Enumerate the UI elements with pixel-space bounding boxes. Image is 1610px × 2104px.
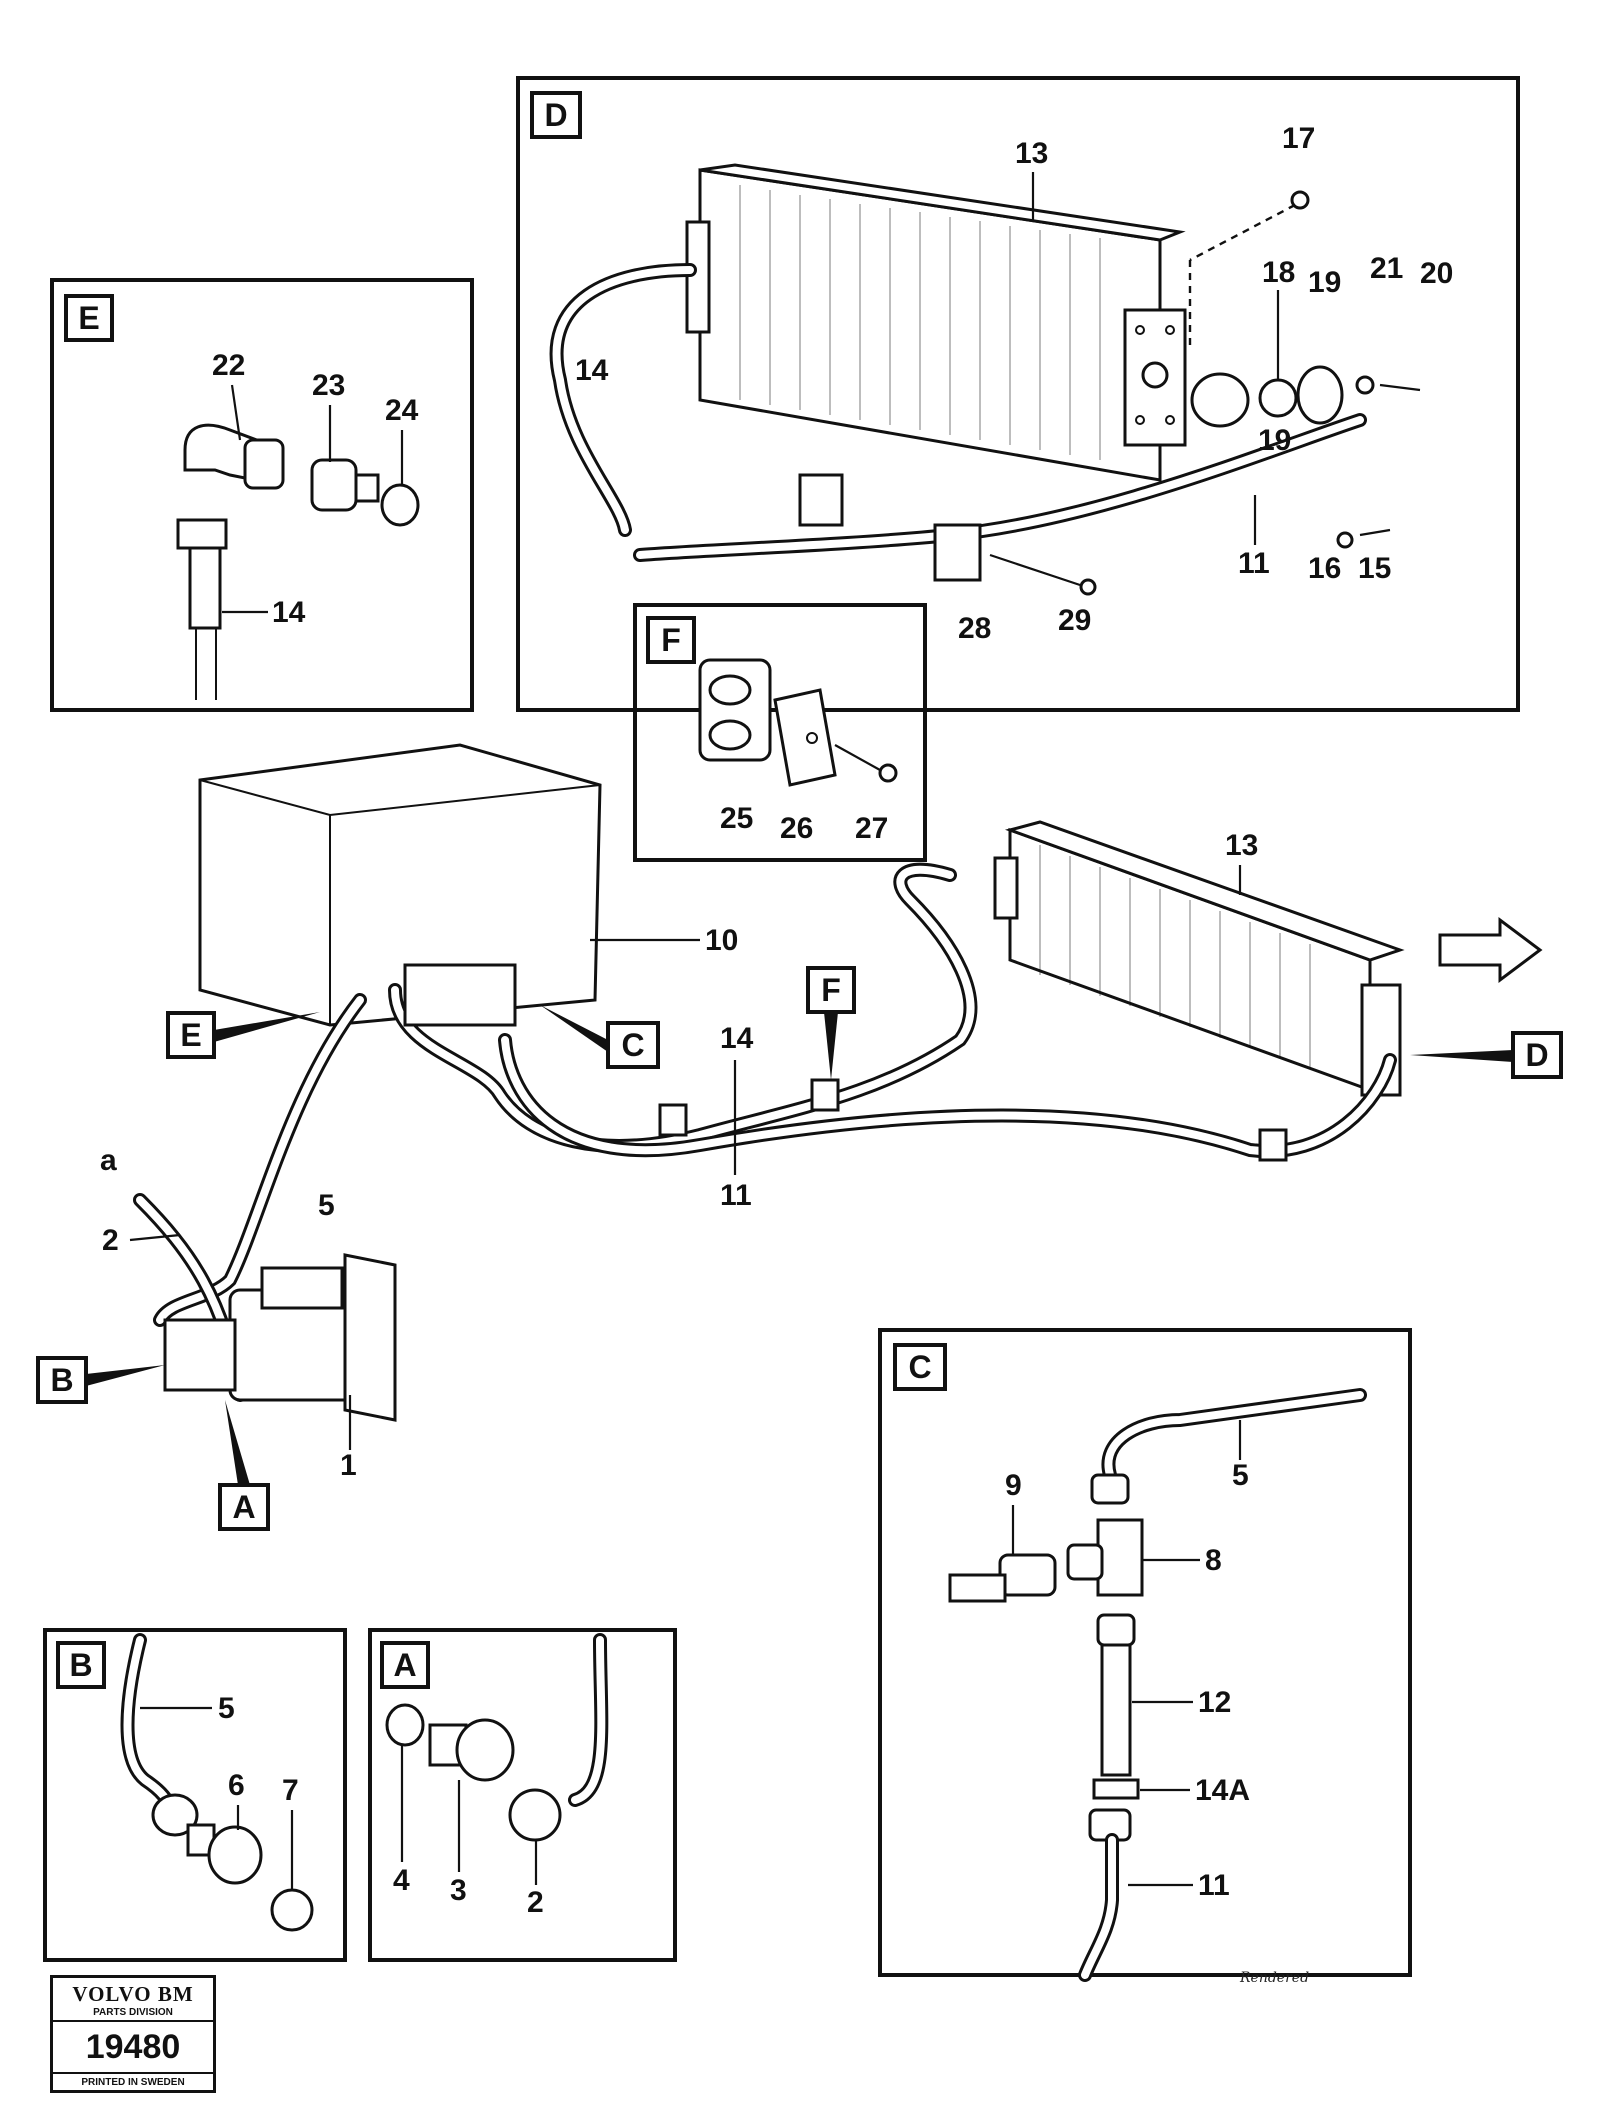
hydraulic-tank bbox=[198, 743, 602, 1027]
svg-text:25: 25 bbox=[720, 802, 753, 835]
flange-assembly bbox=[1188, 190, 1421, 549]
svg-text:14: 14 bbox=[272, 596, 306, 629]
svg-text:2: 2 bbox=[527, 1886, 544, 1919]
tag-f-panel: F bbox=[646, 616, 696, 664]
svg-text:24: 24 bbox=[385, 394, 419, 427]
svg-text:15: 15 bbox=[1358, 552, 1391, 585]
svg-text:12: 12 bbox=[1198, 1686, 1231, 1719]
tag-a-panel: A bbox=[380, 1641, 430, 1689]
svg-text:9: 9 bbox=[1005, 1469, 1022, 1502]
panel-c: C 5 9 8 12 14A 11 bbox=[878, 1328, 1412, 1982]
svg-text:C: C bbox=[908, 1349, 931, 1385]
tag-d-panel: D bbox=[530, 91, 582, 139]
svg-text:16: 16 bbox=[1308, 552, 1341, 585]
svg-text:20: 20 bbox=[1420, 257, 1453, 290]
svg-text:A: A bbox=[232, 1489, 255, 1525]
volvo-bm-logo-block: VOLVO BM PARTS DIVISION 19480 PRINTED IN… bbox=[50, 1975, 216, 2093]
svg-text:8: 8 bbox=[1205, 1544, 1222, 1577]
svg-text:19: 19 bbox=[1258, 424, 1291, 457]
svg-text:D: D bbox=[1525, 1037, 1548, 1073]
svg-text:F: F bbox=[661, 622, 681, 658]
tag-a-main: A bbox=[218, 1400, 270, 1531]
clamp-f-main bbox=[810, 1078, 840, 1112]
panel-f: F 25 26 27 bbox=[633, 603, 927, 862]
svg-text:13: 13 bbox=[1225, 829, 1258, 862]
tag-c-main: C bbox=[540, 1005, 660, 1069]
tag-d-main: D bbox=[1410, 1031, 1563, 1079]
svg-text:28: 28 bbox=[958, 612, 991, 645]
svg-text:6: 6 bbox=[228, 1769, 245, 1802]
svg-text:17: 17 bbox=[1282, 122, 1315, 155]
panel-e: E 22 23 24 14 bbox=[50, 278, 474, 712]
svg-text:B: B bbox=[69, 1647, 92, 1683]
oil-cooler bbox=[993, 820, 1405, 1097]
svg-text:3: 3 bbox=[450, 1874, 467, 1907]
tag-b-panel: B bbox=[56, 1641, 106, 1689]
tag-e-panel: E bbox=[64, 294, 114, 342]
svg-text:11: 11 bbox=[1238, 547, 1270, 580]
drawing-number: 19480 bbox=[53, 2022, 213, 2074]
svg-text:14: 14 bbox=[575, 354, 609, 387]
logo-division: PARTS DIVISION bbox=[53, 2007, 213, 2022]
svg-text:7: 7 bbox=[282, 1774, 299, 1807]
svg-text:21: 21 bbox=[1370, 252, 1403, 285]
tag-e-main: E bbox=[166, 1011, 320, 1059]
panel-b: B 5 6 7 bbox=[43, 1628, 347, 1962]
hydraulic-pump bbox=[163, 1253, 397, 1422]
svg-text:C: C bbox=[621, 1027, 644, 1063]
svg-text:11: 11 bbox=[1198, 1869, 1230, 1902]
tag-b-main: B bbox=[36, 1356, 165, 1404]
panel-d: D bbox=[516, 76, 1520, 712]
svg-text:5: 5 bbox=[1232, 1459, 1249, 1492]
svg-text:B: B bbox=[50, 1362, 73, 1398]
svg-text:E: E bbox=[180, 1017, 201, 1053]
svg-text:D: D bbox=[544, 97, 567, 133]
svg-text:1: 1 bbox=[340, 1449, 357, 1482]
svg-text:2: 2 bbox=[102, 1224, 119, 1257]
svg-text:10: 10 bbox=[705, 924, 738, 957]
svg-text:5: 5 bbox=[318, 1189, 335, 1222]
svg-text:23: 23 bbox=[312, 369, 345, 402]
svg-text:E: E bbox=[78, 300, 99, 336]
svg-text:29: 29 bbox=[1058, 604, 1091, 637]
svg-text:14A: 14A bbox=[1195, 1774, 1250, 1807]
tag-c-panel: C bbox=[893, 1343, 947, 1391]
tee-fitting-8 bbox=[1096, 1518, 1144, 1597]
main-assembly: 10 13 bbox=[36, 743, 1563, 1531]
printed-in: PRINTED IN SWEDEN bbox=[81, 2077, 185, 2088]
svg-text:A: A bbox=[393, 1647, 416, 1683]
svg-text:5: 5 bbox=[218, 1692, 235, 1725]
svg-text:13: 13 bbox=[1015, 137, 1048, 170]
panel-a: A 4 3 2 bbox=[368, 1628, 677, 1962]
airflow-arrow bbox=[1438, 917, 1543, 983]
logo-brand: VOLVO BM bbox=[72, 1982, 194, 2006]
svg-text:22: 22 bbox=[212, 349, 245, 382]
svg-text:19: 19 bbox=[1308, 266, 1341, 299]
svg-text:27: 27 bbox=[855, 812, 888, 845]
svg-text:14: 14 bbox=[720, 1022, 754, 1055]
draftsman-signature: Rendered bbox=[1240, 1970, 1310, 1986]
svg-text:a: a bbox=[100, 1144, 117, 1177]
valve-block bbox=[403, 963, 517, 1027]
svg-text:F: F bbox=[821, 972, 841, 1008]
svg-text:4: 4 bbox=[393, 1864, 410, 1897]
tag-f-main: F bbox=[806, 966, 856, 1080]
svg-text:18: 18 bbox=[1262, 256, 1295, 289]
clamp-28 bbox=[798, 473, 1097, 596]
svg-text:26: 26 bbox=[780, 812, 813, 845]
svg-text:11: 11 bbox=[720, 1179, 752, 1212]
oil-cooler-detail bbox=[685, 163, 1187, 482]
